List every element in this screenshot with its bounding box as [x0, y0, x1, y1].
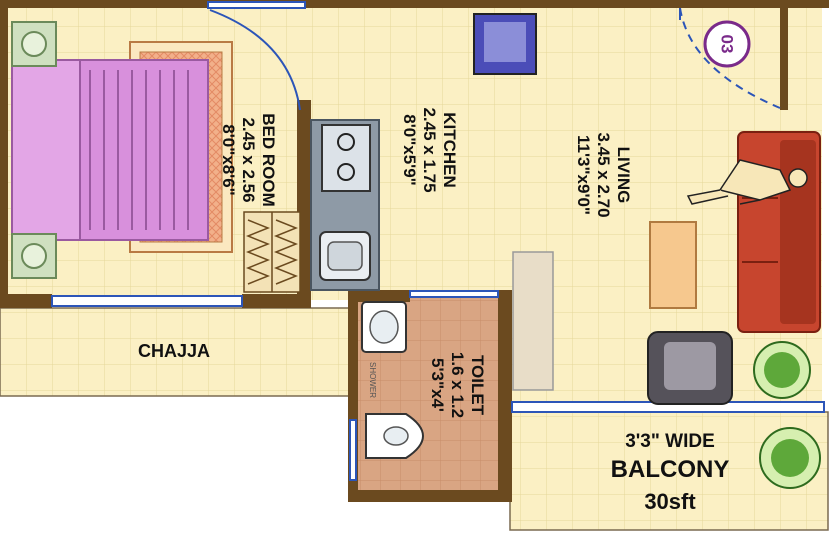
bedroom-name: BED ROOM: [259, 113, 278, 207]
unit-badge-text: 03: [718, 35, 737, 54]
toilet-metric: 1.6 x 1.2: [448, 352, 467, 418]
plant-living: [753, 341, 811, 399]
walls: [0, 0, 829, 502]
kitchen-name: KITCHEN: [440, 112, 459, 188]
toilet-label: TOILET 1.6 x 1.2 5'3"x4': [428, 352, 487, 418]
armchair: [647, 331, 733, 405]
shower-label: SHOWER: [368, 362, 377, 398]
bedroom-imperial: 8'0"x8'6": [219, 124, 238, 195]
toilet-imperial: 5'3"x4': [428, 358, 447, 412]
bed: [11, 21, 233, 279]
living-metric: 3.45 x 2.70: [594, 132, 613, 217]
kitchen-metric: 2.45 x 1.75: [420, 107, 439, 192]
tv-unit: [512, 251, 554, 391]
kitchen-label: KITCHEN 2.45 x 1.75 8'0"x5'9": [400, 107, 459, 192]
plant-balcony: [759, 427, 821, 489]
balcony-name: BALCONY: [611, 456, 730, 483]
living-label: LIVING 3.45 x 2.70 11'3"x9'0": [574, 132, 633, 217]
chajja-label: CHAJJA: [138, 341, 210, 361]
balcony-area: 30sft: [644, 489, 696, 514]
kitchen-counter: [310, 119, 380, 291]
balcony-width: 3'3" WIDE: [625, 431, 715, 452]
fridge-top: [484, 22, 526, 62]
unit-badge: [703, 20, 751, 68]
living-imperial: 11'3"x9'0": [574, 135, 593, 215]
wc-pan: [365, 413, 424, 459]
kitchen-imperial: 8'0"x5'9": [400, 114, 419, 185]
wash-basin: [361, 301, 407, 353]
bedroom-metric: 2.45 x 2.56: [239, 117, 258, 202]
coffee-table: [649, 221, 697, 309]
person-figure: [686, 159, 808, 205]
wardrobe: [243, 211, 301, 293]
toilet-name: TOILET: [468, 355, 487, 416]
bedroom-label: BED ROOM 2.45 x 2.56 8'0"x8'6": [219, 113, 278, 207]
door-swings: [209, 7, 781, 111]
living-name: LIVING: [614, 147, 633, 204]
chajja-area: [0, 307, 351, 397]
